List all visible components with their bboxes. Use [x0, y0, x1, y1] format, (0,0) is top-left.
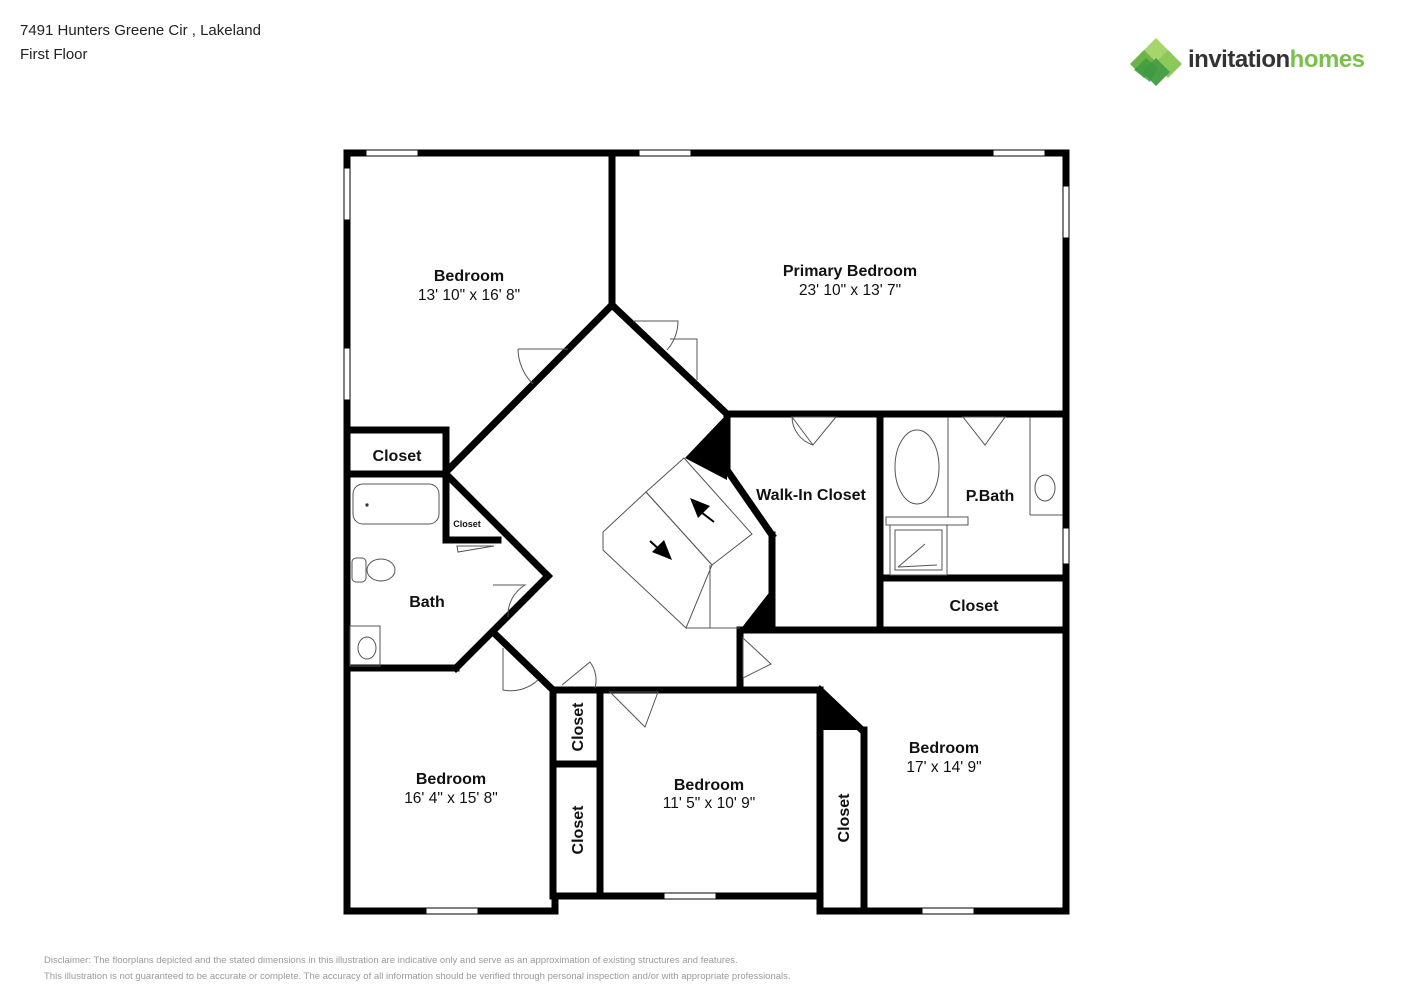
room-name: Primary Bedroom	[783, 263, 917, 280]
room-dims: 17' x 14' 9"	[906, 759, 981, 776]
room-closet-vertical-3: Closet	[836, 793, 853, 843]
oval-tub-icon	[894, 429, 940, 505]
room-bedroom-se: Bedroom 17' x 14' 9"	[906, 740, 981, 776]
room-name: Bedroom	[434, 268, 504, 285]
room-bedroom-nw: Bedroom 13' 10" x 16' 8"	[418, 268, 520, 304]
room-walk-in-closet: Walk-In Closet	[756, 487, 866, 504]
room-closet-vertical-1: Closet	[570, 702, 587, 752]
room-closet-primary: Closet	[950, 598, 1000, 615]
room-bedroom-s: Bedroom 11' 5" x 10' 9"	[663, 777, 755, 812]
arrow-down-icon	[652, 540, 672, 560]
disclaimer-line-2: This illustration is not guaranteed to b…	[44, 971, 791, 982]
room-closet-vertical-2: Closet	[570, 805, 587, 855]
windows	[343, 149, 1070, 915]
room-closet-nw: Closet	[373, 448, 423, 465]
room-bath: Bath	[409, 594, 445, 611]
room-dims: 16' 4" x 15' 8"	[404, 790, 498, 807]
vanity-sink-icon	[1034, 474, 1056, 502]
wall-wedge	[817, 690, 864, 730]
room-primary-bedroom: Primary Bedroom 23' 10" x 13' 7"	[783, 263, 917, 299]
property-address: 7491 Hunters Greene Cir , Lakeland	[20, 22, 261, 39]
wall-wedge	[740, 585, 775, 630]
toilet-icon	[366, 558, 396, 582]
staircase	[602, 457, 753, 629]
shower-icon	[889, 524, 948, 576]
room-name: Bedroom	[909, 740, 979, 757]
bathtub-icon	[352, 483, 440, 525]
logo-mark-icon	[1130, 38, 1182, 86]
fixtures	[349, 417, 1063, 667]
room-name: Bedroom	[416, 771, 486, 788]
wall-wedge	[685, 414, 727, 480]
room-dims: 11' 5" x 10' 9"	[663, 795, 755, 812]
arrow-up-icon	[690, 498, 710, 518]
disclaimer-line-1: Disclaimer: The floorplans depicted and …	[44, 955, 738, 966]
logo-wordmark: invitationhomes	[1188, 46, 1365, 74]
sink-icon	[349, 625, 381, 667]
room-closet-small: Closet	[453, 519, 481, 529]
room-dims: 23' 10" x 13' 7"	[799, 282, 901, 299]
doors	[456, 320, 1006, 728]
logo-word-homes: homes	[1289, 46, 1365, 73]
invitation-homes-logo: invitationhomes	[1128, 36, 1388, 90]
logo-word-invitation: invitation	[1188, 46, 1290, 73]
room-p-bath: P.Bath	[966, 488, 1015, 505]
floor-label: First Floor	[20, 46, 88, 63]
room-name: Bedroom	[674, 777, 744, 794]
room-bedroom-sw: Bedroom 16' 4" x 15' 8"	[404, 771, 498, 807]
stair-arrows	[649, 498, 715, 560]
room-dims: 13' 10" x 16' 8"	[418, 287, 520, 304]
